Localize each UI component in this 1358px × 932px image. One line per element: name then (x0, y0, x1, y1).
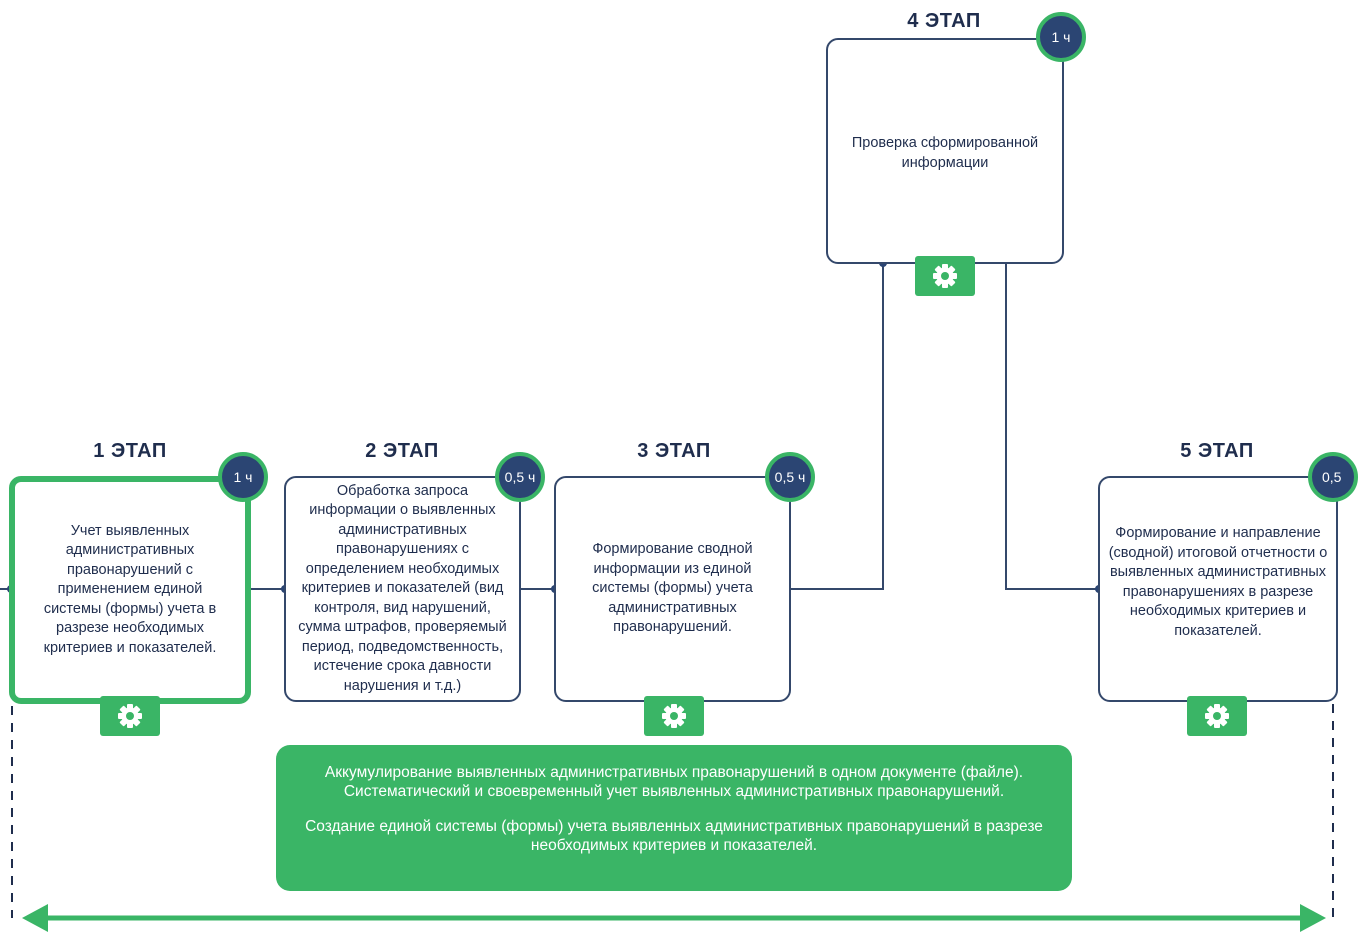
stage-2-text: Обработка запроса информации о выявленны… (298, 482, 507, 694)
result-paragraph-2: Создание единой системы (формы) учета вы… (305, 818, 1043, 854)
stage-2-time-badge: 0,5 ч (495, 452, 545, 502)
stage-1-title: 1 ЭТАП (93, 440, 167, 462)
double-arrow-icon (22, 904, 1326, 932)
stage-1-text: Учет выявленных административных правона… (43, 522, 217, 656)
gear-icon (1205, 704, 1229, 728)
gear-icon (662, 704, 686, 728)
stage-3-text: Формирование сводной информации из едино… (592, 541, 753, 636)
stage-2-title: 2 ЭТАП (365, 440, 439, 462)
stage-3-settings-button[interactable] (644, 696, 704, 736)
result-summary-box: Аккумулирование выявленных административ… (276, 745, 1072, 891)
stage-4-settings-button[interactable] (915, 256, 975, 296)
stage-5-time-badge: 0,5 (1308, 452, 1358, 502)
stage-2-box[interactable]: Обработка запроса информации о выявленны… (284, 476, 521, 702)
stage-3-time-badge: 0,5 ч (765, 452, 815, 502)
stage-1-settings-button[interactable] (100, 696, 160, 736)
stage-3-box[interactable]: Формирование сводной информации из едино… (554, 476, 791, 702)
stage-5-text: Формирование и направление (сводной) ито… (1108, 525, 1328, 639)
stage-4-text: Проверка сформированной информации (851, 135, 1039, 171)
stage-1-box[interactable]: Учет выявленных административных правона… (9, 476, 251, 704)
gear-icon (118, 704, 142, 728)
stage-3-title: 3 ЭТАП (637, 440, 711, 462)
stage-1-time-badge: 1 ч (218, 452, 268, 502)
stage-4-time-badge: 1 ч (1036, 12, 1086, 62)
stage-5-box[interactable]: Формирование и направление (сводной) ито… (1098, 476, 1338, 702)
gear-icon (933, 264, 957, 288)
stage-5-settings-button[interactable] (1187, 696, 1247, 736)
stage-5-title: 5 ЭТАП (1180, 440, 1254, 462)
stage-4-title: 4 ЭТАП (907, 10, 981, 32)
result-paragraph-1: Аккумулирование выявленных административ… (324, 764, 1024, 800)
stage-4-box[interactable]: Проверка сформированной информации (826, 38, 1064, 264)
